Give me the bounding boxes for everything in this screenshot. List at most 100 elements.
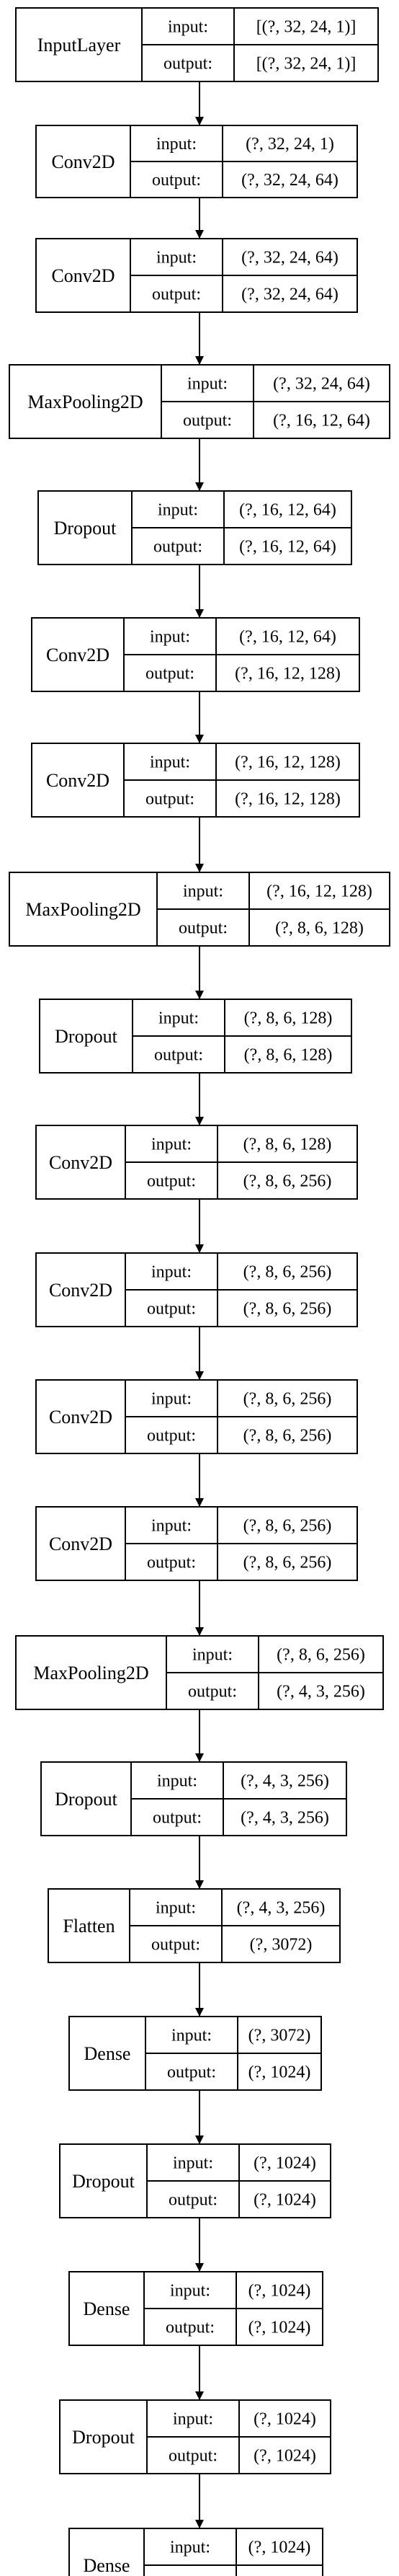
- output-shape: (?, 32, 24, 64): [241, 171, 339, 190]
- input-label: input:: [170, 2539, 210, 2557]
- output-label: output:: [166, 2575, 215, 2576]
- input-label: input:: [158, 1009, 199, 1028]
- output-shape: (?, 8, 6, 128): [244, 1046, 333, 1065]
- output-shape: (?, 8, 6, 128): [275, 919, 364, 938]
- input-label: input:: [151, 1517, 192, 1536]
- output-shape: (?, 1024): [248, 2063, 311, 2082]
- layer-name: Conv2D: [49, 1280, 112, 1301]
- layer-name: MaxPooling2D: [25, 899, 140, 920]
- output-shape: (?, 1024): [254, 2447, 316, 2466]
- input-label: input:: [151, 1390, 192, 1409]
- output-shape: (?, 4, 3, 256): [241, 1809, 329, 1828]
- input-shape: (?, 32, 24, 1): [246, 135, 334, 154]
- output-shape: (?, 8, 6, 256): [243, 1172, 332, 1191]
- layer-box: [68, 2528, 323, 2576]
- input-label: input:: [171, 2027, 212, 2045]
- output-shape: (?, 3072): [250, 1936, 313, 1955]
- input-shape: (?, 8, 6, 256): [243, 1390, 332, 1409]
- input-label: input:: [173, 2154, 213, 2173]
- input-shape: [(?, 32, 24, 1)]: [256, 18, 357, 37]
- output-label: output:: [183, 412, 232, 430]
- layer-name: InputLayer: [37, 35, 121, 56]
- layer-name: Dropout: [72, 2427, 135, 2448]
- input-shape: (?, 16, 12, 64): [239, 628, 336, 647]
- input-label: input:: [157, 1772, 197, 1791]
- output-shape: (?, 16, 12, 64): [239, 538, 336, 557]
- output-label: output:: [169, 2447, 218, 2466]
- layer-name: Dense: [84, 2043, 131, 2064]
- output-shape: (?, 4, 3, 256): [277, 1683, 365, 1701]
- output-label: output:: [163, 55, 212, 74]
- input-label: input:: [173, 2410, 213, 2429]
- output-label: output:: [147, 1427, 196, 1446]
- output-label: output:: [147, 1172, 196, 1191]
- layer-name: Dropout: [55, 1026, 117, 1047]
- layer-name: Conv2D: [46, 770, 109, 791]
- layer-name: Conv2D: [49, 1407, 112, 1428]
- layer-node: InputLayer input: output: [(?, 32, 24, 1)] […: [15, 7, 379, 82]
- input-shape: (?, 8, 6, 128): [243, 1136, 332, 1154]
- input-label: input:: [168, 18, 208, 37]
- layer-node: Dense input: output: (?, 1024) (?, 2): [68, 2528, 323, 2576]
- layer-name: Dense: [84, 2298, 130, 2319]
- output-label: output:: [145, 790, 194, 809]
- output-shape: [(?, 32, 24, 1)]: [256, 55, 357, 74]
- output-label: output:: [147, 1300, 196, 1319]
- input-shape: (?, 16, 12, 128): [266, 882, 372, 901]
- layer-node: MaxPooling2D input: output: (?, 16, 12, 128…: [9, 872, 390, 947]
- input-shape: (?, 1024): [254, 2410, 316, 2429]
- input-label: input:: [150, 628, 190, 647]
- output-shape: (?, 8, 6, 256): [243, 1427, 332, 1446]
- input-label: input:: [187, 375, 228, 394]
- output-shape: (?, 16, 12, 128): [235, 665, 341, 683]
- layer-name: Dropout: [55, 1789, 117, 1810]
- layer-name: Conv2D: [51, 151, 115, 172]
- output-label: output:: [152, 286, 201, 304]
- input-label: input:: [156, 1899, 196, 1918]
- output-label: output:: [167, 2063, 216, 2082]
- input-shape: (?, 1024): [248, 2539, 311, 2557]
- input-shape: (?, 8, 6, 128): [244, 1009, 333, 1028]
- output-shape: (?, 2): [261, 2575, 298, 2576]
- layer-nodes: InputLayer input: output: [(?, 32, 24, 1)] […: [9, 7, 390, 2576]
- input-label: input:: [156, 249, 197, 267]
- output-label: output:: [151, 1936, 200, 1955]
- output-shape: (?, 8, 6, 256): [243, 1300, 332, 1319]
- input-label: input:: [183, 882, 223, 901]
- layer-node: Dense input: output: (?, 3072) (?, 1024): [68, 2016, 322, 2091]
- output-label: output:: [188, 1683, 237, 1701]
- input-label: input:: [151, 1136, 192, 1154]
- output-shape: (?, 16, 12, 128): [235, 790, 341, 809]
- input-shape: (?, 32, 24, 64): [273, 375, 370, 394]
- input-label: input:: [151, 1263, 192, 1282]
- output-label: output:: [153, 538, 202, 557]
- layer-name: Conv2D: [49, 1533, 112, 1554]
- output-label: output:: [145, 665, 194, 683]
- input-shape: (?, 1024): [248, 2282, 311, 2301]
- input-label: input:: [192, 1646, 233, 1665]
- input-shape: (?, 1024): [254, 2154, 316, 2173]
- input-shape: (?, 3072): [248, 2027, 311, 2045]
- input-shape: (?, 32, 24, 64): [241, 249, 339, 267]
- layer-name: Dense: [84, 2555, 130, 2576]
- output-shape: (?, 8, 6, 256): [243, 1554, 332, 1572]
- output-label: output:: [166, 2319, 215, 2337]
- layer-name: Conv2D: [49, 1152, 112, 1173]
- output-label: output:: [147, 1554, 196, 1572]
- input-label: input:: [156, 135, 197, 154]
- output-label: output:: [179, 919, 228, 938]
